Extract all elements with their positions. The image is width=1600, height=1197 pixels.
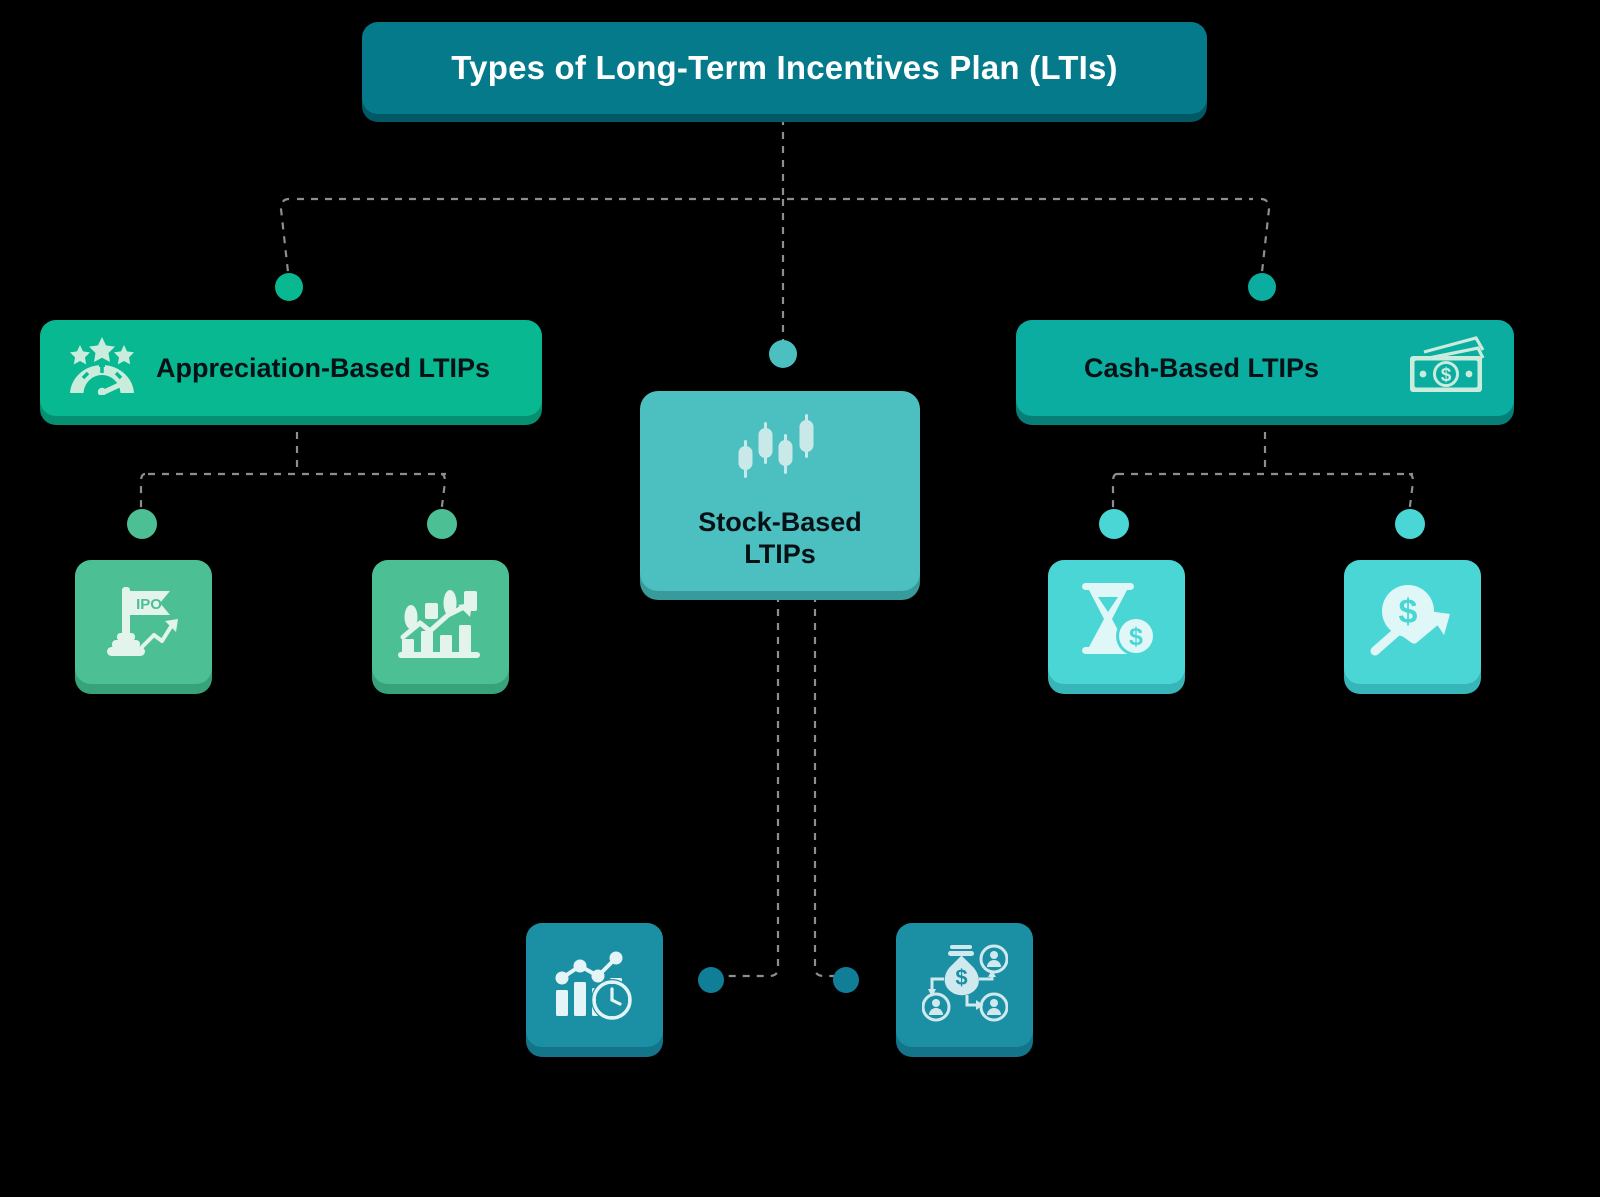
dollar-coin-rising-arrow-icon: $ bbox=[1370, 581, 1456, 664]
root-title-node[interactable]: Types of Long-Term Incentives Plan (LTIs… bbox=[362, 22, 1207, 114]
connector-stock-left bbox=[724, 595, 780, 978]
branch-label-appreciation: Appreciation-Based LTIPs bbox=[156, 352, 491, 383]
ipo-flag-growth-icon: IPO bbox=[101, 581, 187, 664]
leaf-node-timechart[interactable] bbox=[526, 923, 663, 1047]
branch-node-stock[interactable]: Stock-Based LTIPs bbox=[640, 391, 920, 591]
junction-dot-profitshare bbox=[833, 967, 859, 993]
connector-appreciation-right bbox=[439, 472, 447, 515]
leaf-node-vesting[interactable]: $ bbox=[1048, 560, 1185, 684]
money-bag-distribution-icon: $ bbox=[921, 943, 1008, 1028]
svg-text:$: $ bbox=[1129, 623, 1143, 651]
svg-text:$: $ bbox=[1441, 365, 1452, 386]
junction-dot-appreciation-cash bbox=[1395, 509, 1425, 539]
branch-label-stock: Stock-Based LTIPs bbox=[698, 507, 862, 571]
branch-label-stock-line2: LTIPs bbox=[744, 538, 816, 569]
connector-appreciation-left bbox=[139, 472, 146, 514]
connector-cash-right bbox=[1407, 472, 1415, 515]
svg-text:IPO: IPO bbox=[136, 596, 162, 613]
junction-dot-stock bbox=[769, 340, 797, 368]
connector-stock-right bbox=[813, 595, 858, 978]
branch-label-cash: Cash-Based LTIPs bbox=[1084, 352, 1320, 383]
junction-dot-vesting bbox=[1099, 509, 1129, 539]
branch-label-stock-line1: Stock-Based bbox=[698, 506, 862, 537]
page-title: Types of Long-Term Incentives Plan (LTIs… bbox=[451, 49, 1118, 86]
svg-text:$: $ bbox=[1398, 593, 1417, 631]
connector-to-cash bbox=[1259, 197, 1271, 282]
chart-clock-icon bbox=[554, 944, 636, 1027]
leaf-node-appreciation-cash[interactable]: $ bbox=[1344, 560, 1481, 684]
leaf-node-growth[interactable] bbox=[372, 560, 509, 684]
junction-dot-ipo bbox=[127, 509, 157, 539]
candlestick-chart-icon bbox=[737, 412, 823, 487]
leaf-node-profitshare[interactable]: $ bbox=[896, 923, 1033, 1047]
branch-node-cash[interactable]: Cash-Based LTIPs $ bbox=[1016, 320, 1514, 416]
branch-node-appreciation[interactable]: Appreciation-Based LTIPs bbox=[40, 320, 542, 416]
connector-cash-left bbox=[1111, 472, 1118, 514]
hourglass-dollar-icon: $ bbox=[1076, 581, 1158, 664]
junction-dot-timechart bbox=[698, 967, 724, 993]
bar-chart-growth-arrow-icon bbox=[397, 581, 484, 664]
banknotes-dollar-icon: $ bbox=[1406, 335, 1488, 401]
junction-dot-appreciation bbox=[275, 273, 303, 301]
svg-text:$: $ bbox=[955, 965, 967, 990]
leaf-node-ipo[interactable]: IPO bbox=[75, 560, 212, 684]
junction-dot-growth bbox=[427, 509, 457, 539]
rating-gauge-stars-icon bbox=[66, 336, 138, 400]
junction-dot-cash bbox=[1248, 273, 1276, 301]
connector-to-appreciation bbox=[279, 197, 291, 282]
